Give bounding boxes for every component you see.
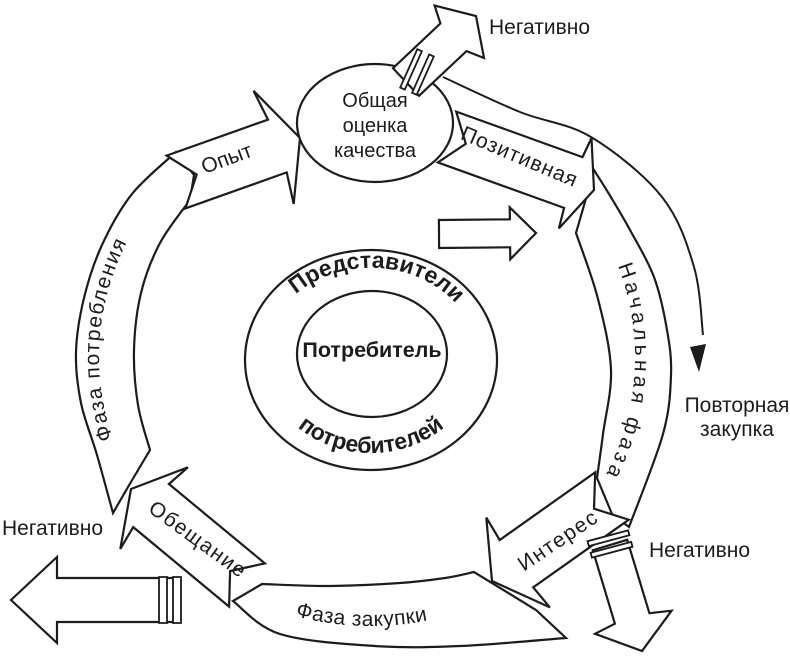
svg-text:Потребитель: Потребитель <box>302 338 441 362</box>
svg-text:Негативно: Негативно <box>489 16 590 39</box>
svg-text:закупка: закупка <box>700 418 774 441</box>
svg-text:качества: качества <box>334 140 417 162</box>
svg-text:Негативно: Негативно <box>649 539 750 562</box>
svg-text:Повторная: Повторная <box>685 394 790 417</box>
svg-text:Общая: Общая <box>342 90 407 112</box>
svg-text:Негативно: Негативно <box>2 517 103 540</box>
svg-text:оценка: оценка <box>343 115 409 137</box>
